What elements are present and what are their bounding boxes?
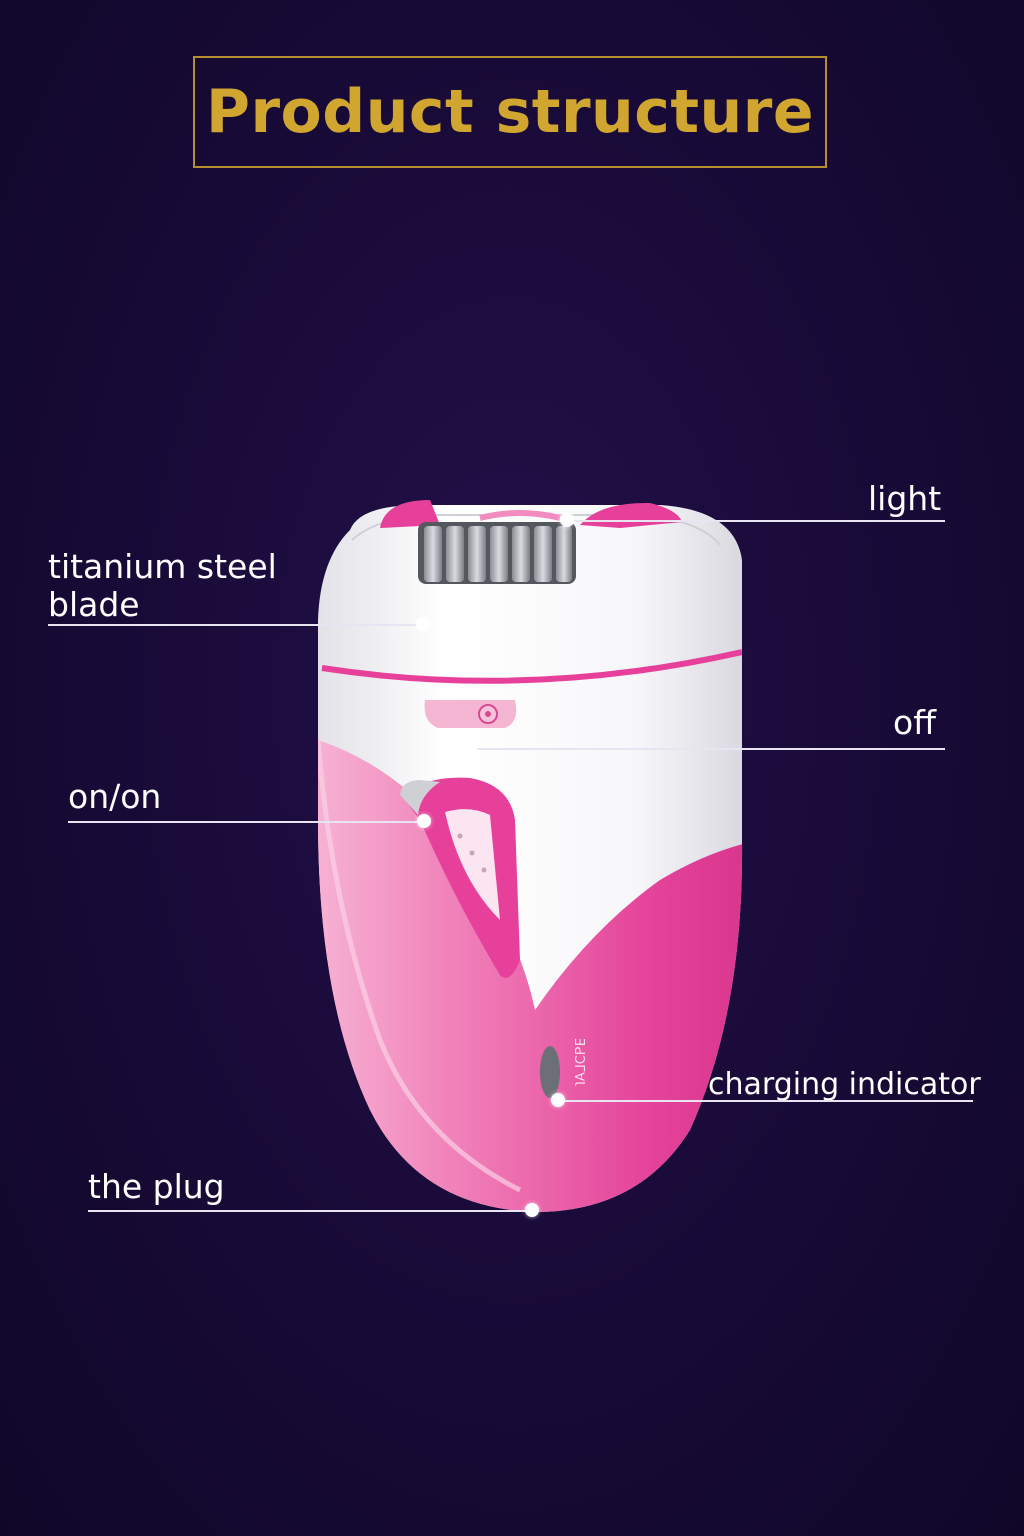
charging-indicator (540, 1046, 560, 1098)
line-charging (558, 1100, 973, 1102)
dot-plug (525, 1203, 539, 1217)
label-on: on/on (68, 777, 162, 816)
page-title: Product structure (205, 77, 815, 147)
label-plug: the plug (88, 1167, 225, 1206)
blade-discs (424, 526, 572, 582)
left-cap (380, 500, 440, 528)
dot-off (463, 741, 477, 755)
on-switch (405, 777, 520, 978)
dot-blade (416, 617, 430, 631)
side-text: ƎԀƆГ∀Ɩ (571, 1038, 586, 1086)
line-off (470, 748, 945, 750)
label-off: off (893, 703, 936, 742)
label-blade-line2: blade (48, 585, 140, 624)
line-plug (88, 1210, 532, 1212)
line-light (567, 520, 945, 522)
line-blade (48, 624, 423, 626)
line-on (68, 821, 424, 823)
label-charging: charging indicator (708, 1067, 981, 1102)
label-light: light (868, 479, 942, 518)
pink-shell (318, 735, 743, 1212)
dot-on (417, 814, 431, 828)
off-switch (424, 700, 517, 728)
dot-light (560, 513, 574, 527)
label-blade-line1: titanium steel (48, 547, 277, 586)
dot-charging (551, 1093, 565, 1107)
title-box: Product structure (193, 56, 827, 168)
